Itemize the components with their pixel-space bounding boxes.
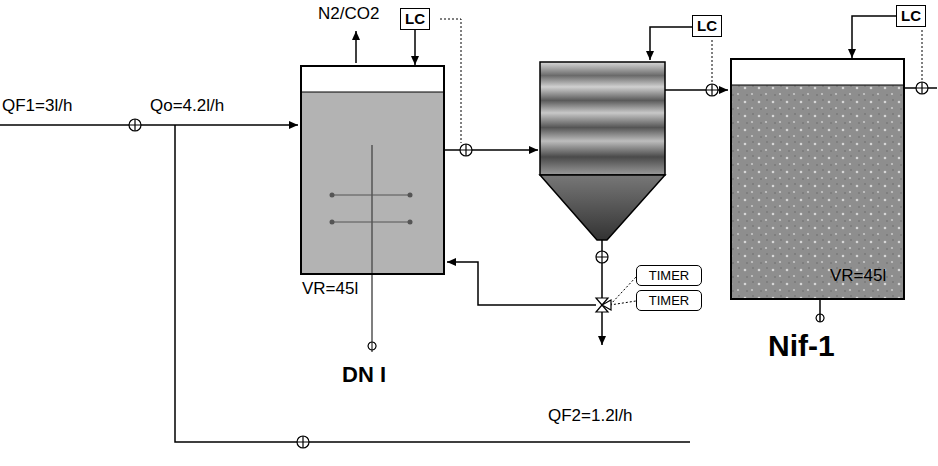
timer-box: TIMER (636, 265, 702, 286)
box-text: LC (405, 10, 425, 28)
timer-box: TIMER (636, 290, 702, 311)
level-controller: LC (400, 8, 430, 30)
box-text: LC (901, 7, 921, 25)
dn-tank-fill (301, 92, 444, 352)
level-controller: LC (896, 5, 926, 27)
flow-label: Qo=4.2l/h (150, 96, 224, 116)
three-way-valve (596, 298, 611, 312)
box-text: TIMER (643, 292, 695, 309)
reactor-tank: VR=45lNif-1 (730, 58, 905, 300)
nif-tank-fill (731, 85, 904, 322)
volume-label: VR=45l (830, 266, 886, 286)
flow-label: QF2=1.2l/h (548, 406, 633, 426)
control-arrow (852, 16, 896, 58)
reactor-tank: VR=45lDN I (300, 65, 445, 275)
box-text: LC (697, 17, 717, 35)
pipes (0, 27, 937, 442)
level-controller: LC (692, 15, 722, 37)
settler (540, 62, 665, 240)
reactor-name: DN I (342, 363, 386, 387)
signal-lines (440, 19, 922, 305)
reactor-name: Nif-1 (768, 330, 835, 362)
volume-label: VR=45l (302, 279, 358, 299)
box-text: TIMER (643, 267, 695, 284)
flow-label: QF1=3l/h (2, 96, 72, 116)
pump-symbols (129, 82, 928, 448)
gas-label: N2/CO2 (318, 4, 379, 24)
control-arrow (414, 30, 416, 65)
